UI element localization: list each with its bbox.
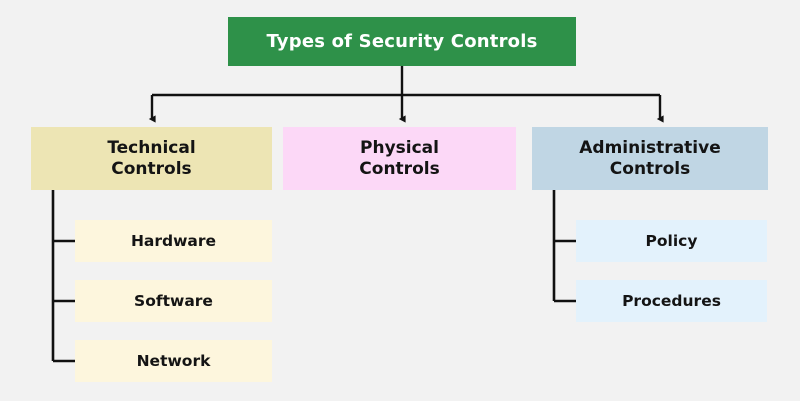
branch-node-administrative-label: Administrative Controls: [579, 138, 721, 179]
leaf-node-network-label: Network: [136, 351, 211, 370]
leaf-node-hardware[interactable]: Hardware: [75, 220, 272, 262]
leaf-node-network[interactable]: Network: [75, 340, 272, 382]
branch-node-technical-controls[interactable]: Technical Controls: [31, 127, 272, 190]
leaf-node-policy-label: Policy: [645, 231, 698, 250]
branch-node-physical-label: Physical Controls: [359, 138, 440, 179]
leaf-node-hardware-label: Hardware: [130, 231, 217, 250]
leaf-node-procedures[interactable]: Procedures: [576, 280, 767, 322]
branch-node-administrative-controls[interactable]: Administrative Controls: [532, 127, 768, 190]
root-node-label: Types of Security Controls: [266, 30, 538, 52]
leaf-node-policy[interactable]: Policy: [576, 220, 767, 262]
root-node-types-of-security-controls[interactable]: Types of Security Controls: [228, 17, 576, 66]
leaf-node-software-label: Software: [134, 291, 213, 310]
branch-node-physical-controls[interactable]: Physical Controls: [283, 127, 516, 190]
leaf-node-procedures-label: Procedures: [622, 291, 721, 310]
branch-node-technical-label: Technical Controls: [107, 138, 196, 179]
leaf-node-software[interactable]: Software: [75, 280, 272, 322]
